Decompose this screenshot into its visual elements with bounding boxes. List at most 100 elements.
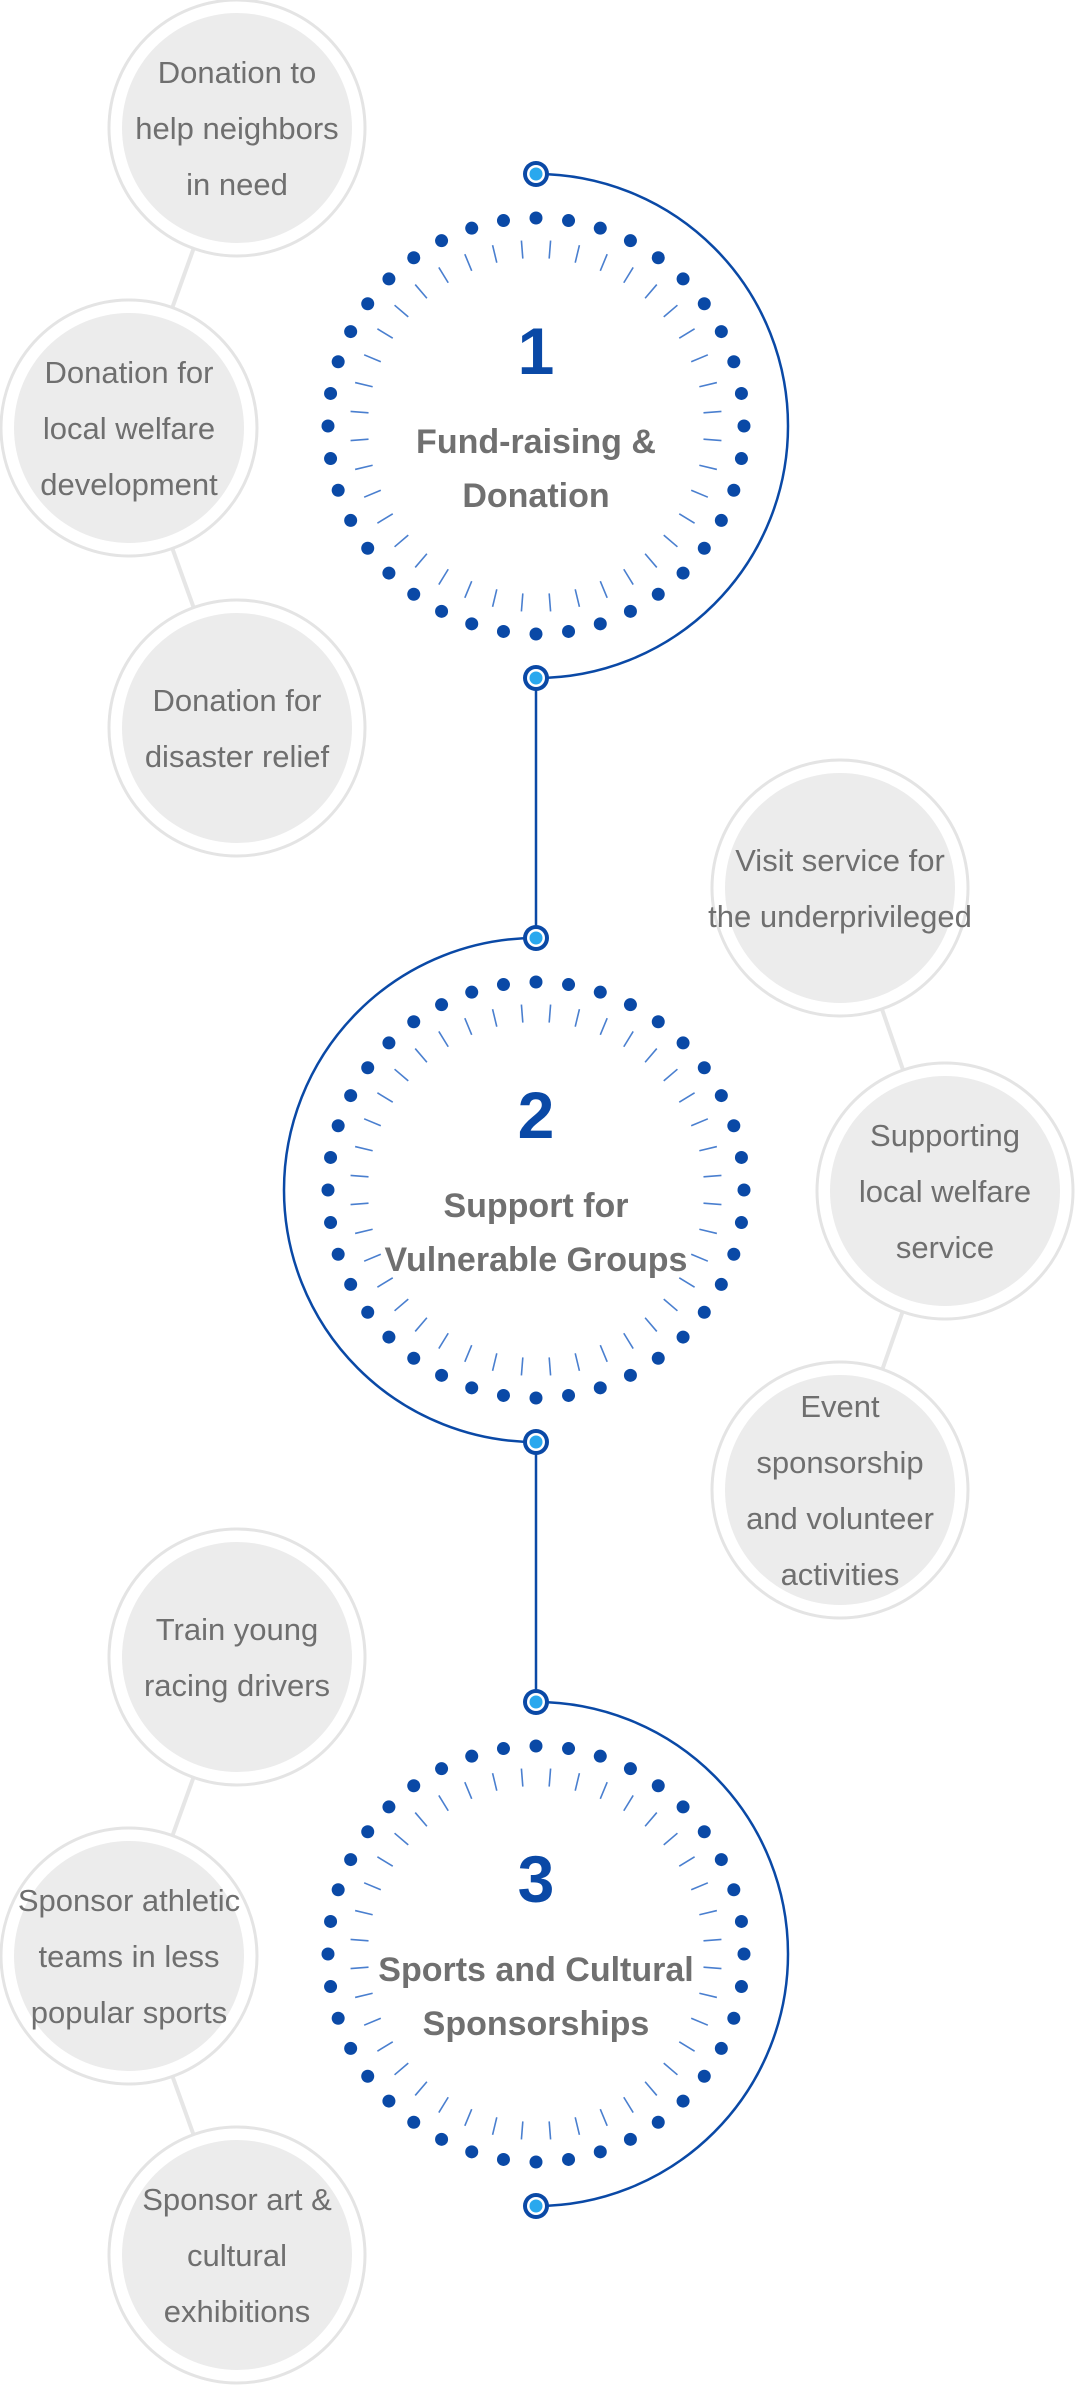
bubble-label: Supporting — [870, 1118, 1020, 1153]
ring-tick — [491, 589, 498, 608]
ring-tick — [414, 284, 428, 299]
ring-dot — [324, 1914, 338, 1928]
ring-dot — [331, 2011, 345, 2025]
ring-dot — [623, 234, 637, 248]
ring-dot — [529, 627, 543, 641]
ring-dot — [331, 355, 345, 369]
ring-dot — [324, 1150, 338, 1164]
ring-dot — [651, 1779, 665, 1793]
ring-dot — [496, 624, 510, 638]
ring-tick — [690, 1253, 709, 1262]
ring-tick — [663, 2062, 678, 2076]
step-number: 2 — [518, 1078, 555, 1152]
ring-tick — [438, 266, 449, 284]
arc-start-node — [523, 161, 549, 187]
ring-dot — [361, 1061, 375, 1075]
ring-dot — [593, 985, 607, 999]
ring-tick — [350, 1202, 369, 1206]
ring-tick — [623, 266, 634, 284]
bubble-fill — [830, 1076, 1060, 1306]
bubble-label: exhibitions — [164, 2294, 310, 2329]
ring-tick — [574, 2117, 581, 2136]
ring-tick — [354, 1909, 373, 1916]
ring-tick — [699, 1145, 718, 1152]
bubble-label: Sponsor athletic — [18, 1883, 240, 1918]
bubble-fill — [122, 613, 352, 843]
ring-tick — [699, 1228, 718, 1235]
ring-tick — [491, 244, 498, 263]
ring-dot — [324, 1216, 338, 1230]
ring-dot — [727, 1247, 741, 1261]
node-core — [529, 931, 543, 945]
ring-dot — [697, 2069, 711, 2083]
step-number: 3 — [518, 1842, 555, 1916]
ring-tick — [690, 2017, 709, 2026]
step-arc — [535, 1700, 790, 2208]
ring-tick — [363, 2017, 382, 2026]
ring-dot — [321, 1183, 335, 1197]
ring-tick — [644, 1812, 658, 1827]
ring-dot — [382, 1330, 396, 1344]
ring-tick — [548, 1004, 552, 1023]
ring-dot — [324, 452, 338, 466]
ring-dot — [407, 1351, 421, 1365]
ring-dot — [737, 419, 751, 433]
bubble-fill — [725, 1375, 955, 1605]
ring-tick — [491, 1772, 498, 1791]
ring-tick — [491, 1353, 498, 1372]
ring-dot — [714, 1089, 728, 1103]
ring-dot — [382, 1800, 396, 1814]
ring-dot — [593, 2145, 607, 2159]
ring-tick — [548, 593, 552, 612]
ring-dot — [651, 251, 665, 265]
ring-dot — [331, 1119, 345, 1133]
ring-dot — [407, 2115, 421, 2129]
ring-tick — [394, 1068, 409, 1082]
ring-tick — [350, 438, 369, 442]
ring-tick — [438, 1794, 449, 1812]
ring-tick — [574, 244, 581, 263]
ring-tick — [663, 1068, 678, 1082]
ring-dot — [651, 587, 665, 601]
ring-tick — [376, 1856, 394, 1867]
ring-dot — [727, 2011, 741, 2025]
bubble-fill — [725, 773, 955, 1003]
ring-dot — [361, 1305, 375, 1319]
ring-dot — [727, 355, 741, 369]
ring-tick — [520, 240, 524, 259]
ring-dot — [324, 1980, 338, 1994]
ring-dot — [697, 297, 711, 311]
ring-dot — [435, 604, 449, 618]
arc-end-node — [523, 2193, 549, 2219]
ring-dot — [714, 325, 728, 339]
ring-tick — [414, 1317, 428, 1332]
ring-dot — [734, 386, 748, 400]
ring-tick — [394, 2062, 409, 2076]
bubble-label: Visit service for — [735, 843, 945, 878]
ring-tick — [464, 253, 473, 272]
ring-dot — [714, 1277, 728, 1291]
ring-dot — [562, 624, 576, 638]
bubble-label: teams in less — [39, 1939, 220, 1974]
ring-dot — [623, 604, 637, 618]
ring-tick — [350, 1938, 369, 1942]
ring-tick — [644, 284, 658, 299]
ring-dot — [562, 2152, 576, 2166]
ring-dot — [562, 978, 576, 992]
ring-tick — [354, 1145, 373, 1152]
ring-tick — [644, 1317, 658, 1332]
ring-tick — [574, 1353, 581, 1372]
ring-dot — [382, 1036, 396, 1050]
ring-tick — [350, 1174, 369, 1178]
ring-dot — [676, 272, 690, 286]
step-title-line: Support for — [443, 1187, 628, 1225]
node-core — [529, 1435, 543, 1449]
